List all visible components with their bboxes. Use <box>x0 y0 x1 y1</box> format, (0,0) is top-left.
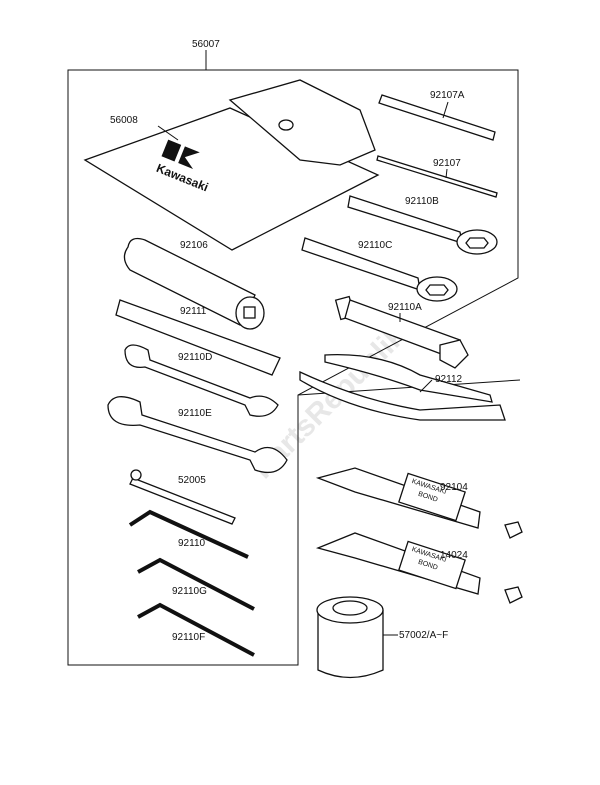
tool-pouch: Kawasaki <box>83 79 380 251</box>
hex-key-g <box>137 557 255 611</box>
label-56007: 56007 <box>192 39 220 50</box>
label-92107A: 92107A <box>430 90 465 101</box>
label-57002: 57002/A~F <box>399 630 448 641</box>
screwdriver-phillips <box>378 94 496 141</box>
box-wrench-b <box>347 195 498 255</box>
label-92106: 92106 <box>180 240 208 251</box>
label-92104: 92104 <box>440 482 468 493</box>
label-92110E: 92110E <box>178 408 212 419</box>
label-56008: 56008 <box>110 115 138 126</box>
label-92110C: 92110C <box>358 240 392 251</box>
pliers <box>299 354 506 421</box>
label-92110F: 92110F <box>172 632 205 643</box>
bar <box>115 299 281 376</box>
plug-wrench <box>334 295 469 369</box>
label-92107: 92107 <box>433 158 461 169</box>
label-92110A: 92110A <box>388 302 422 313</box>
grease-can <box>316 596 384 679</box>
handle <box>123 237 265 330</box>
label-92110: 92110 <box>178 538 206 549</box>
label-52005: 52005 <box>178 475 206 486</box>
label-92110B: 92110B <box>405 196 439 207</box>
hex-key-f <box>137 602 255 657</box>
label-92110D: 92110D <box>178 352 212 363</box>
label-92112: 92112 <box>435 374 463 385</box>
screwdriver-small <box>129 477 236 525</box>
screwdriver-flat <box>376 155 498 198</box>
bond-tube-2: KAWASAKI BOND <box>315 532 523 604</box>
hex-key <box>128 509 249 559</box>
open-wrench-e <box>107 396 288 474</box>
open-wrench-d <box>124 344 279 417</box>
label-92111: 92111 <box>180 306 207 317</box>
bond-tube-1: KAWASAKI BOND <box>315 467 523 539</box>
label-92110G: 92110G <box>172 586 207 597</box>
box-wrench-c <box>301 237 458 302</box>
label-14024: 14024 <box>440 550 468 561</box>
